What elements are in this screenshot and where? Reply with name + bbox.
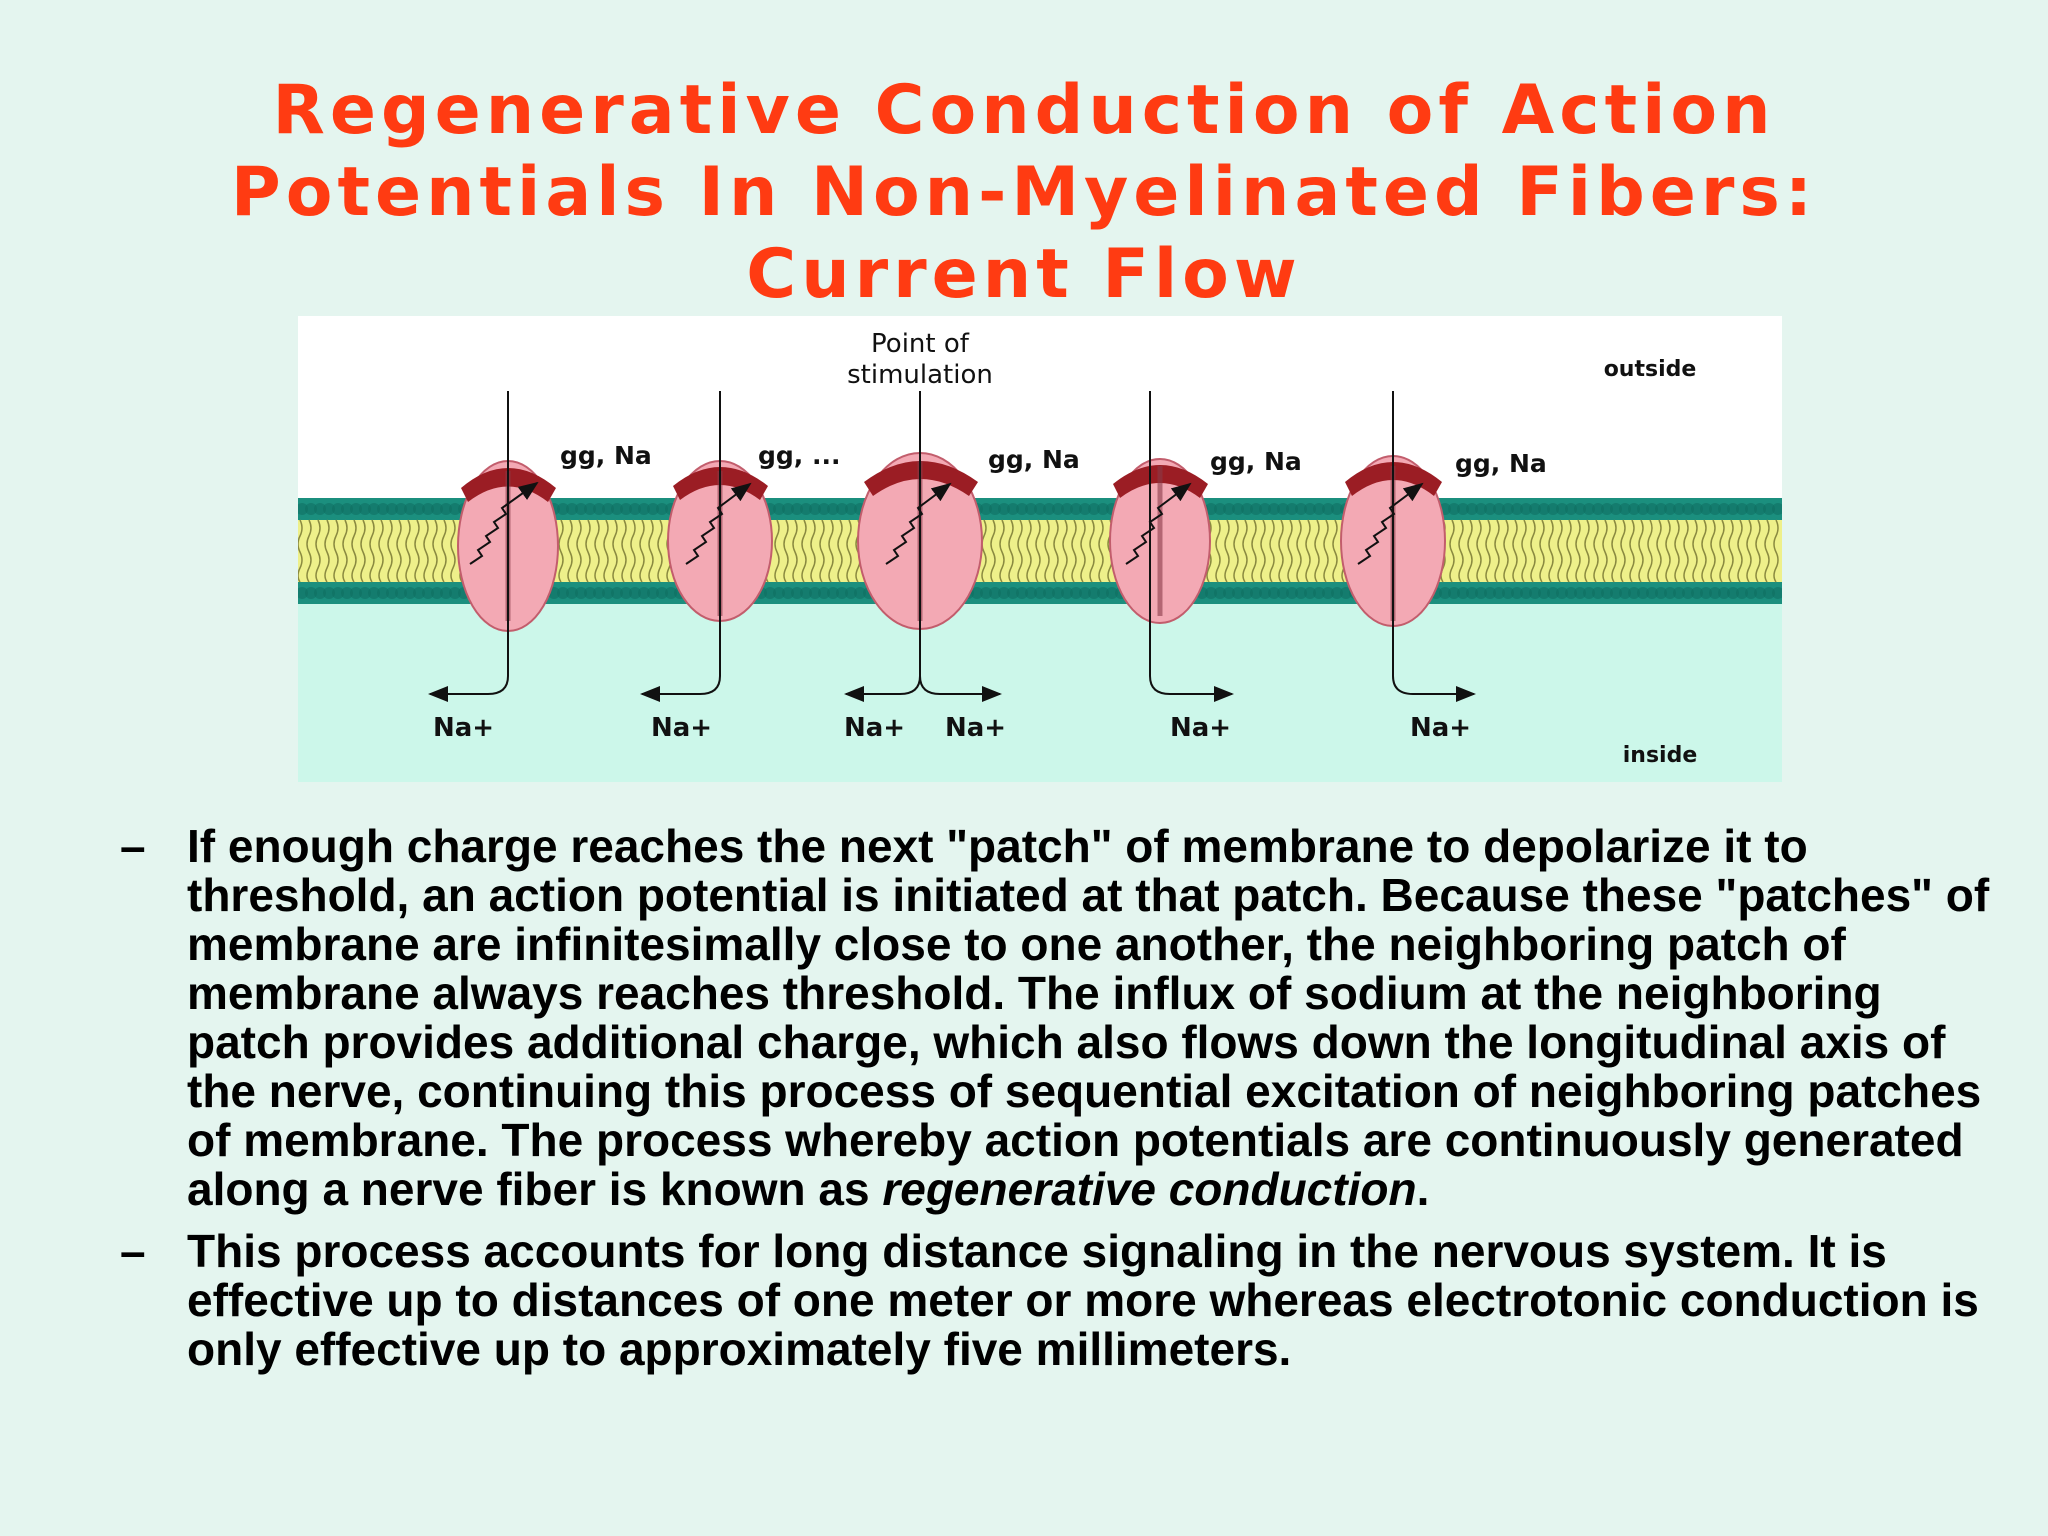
inside-label: inside	[1623, 743, 1698, 768]
stimulation-label-line-2: stimulation	[847, 360, 993, 390]
ion-label-5: Na+	[1170, 713, 1231, 743]
outside-label: outside	[1604, 357, 1697, 382]
channel-label-2: gg, ...	[758, 441, 840, 470]
ion-label-2: Na+	[651, 713, 712, 743]
channel-label-1: gg, Na	[560, 441, 652, 470]
bullet-end: .	[1416, 1163, 1430, 1215]
title-line-3: Current Flow	[746, 235, 1302, 314]
ion-label-3: Na+	[844, 713, 905, 743]
bullet-text: This process accounts for long distance …	[187, 1225, 1979, 1375]
bullet-text: If enough charge reaches the next "patch…	[187, 820, 1990, 1215]
title-line-1: Regenerative Conduction of Action	[272, 71, 1776, 150]
slide-title: Regenerative Conduction of Action Potent…	[0, 70, 2048, 316]
bullet-emphasis: regenerative conduction	[882, 1163, 1417, 1215]
membrane-diagram-svg: Point of stimulation outside inside gg, …	[298, 329, 1782, 782]
ion-label-1: Na+	[433, 713, 494, 743]
title-line-2: Potentials In Non-Myelinated Fibers:	[230, 153, 1818, 232]
channel-label-5: gg, Na	[1455, 449, 1547, 478]
stimulation-label-line-1: Point of	[871, 329, 970, 359]
channel-4	[1109, 458, 1211, 624]
channel-label-4: gg, Na	[1210, 447, 1302, 476]
bullet-dash: –	[120, 820, 146, 872]
bullet-item-1: – If enough charge reaches the next "pat…	[100, 822, 1990, 1214]
ion-label-4: Na+	[945, 713, 1006, 743]
membrane-diagram: Point of stimulation outside inside gg, …	[298, 316, 1782, 782]
ion-label-6: Na+	[1410, 713, 1471, 743]
bullet-list: – If enough charge reaches the next "pat…	[100, 822, 1990, 1387]
bullet-item-2: – This process accounts for long distanc…	[100, 1227, 1990, 1374]
bullet-dash: –	[120, 1225, 146, 1277]
inside-fluid	[298, 604, 1782, 782]
channel-label-3: gg, Na	[988, 445, 1080, 474]
current-flow-lines	[428, 391, 1476, 702]
